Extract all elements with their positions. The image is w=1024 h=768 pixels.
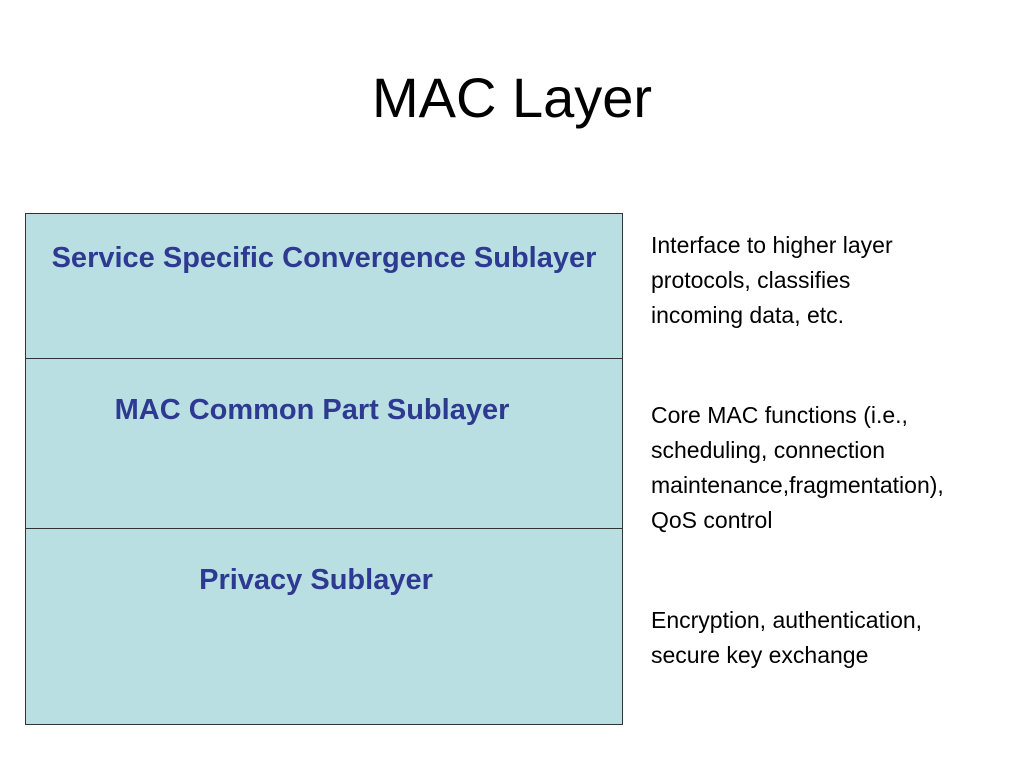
- layer-privacy: Privacy Sublayer: [25, 528, 623, 725]
- mac-layer-stack: Service Specific Convergence Sublayer MA…: [25, 213, 623, 725]
- layer-label: MAC Common Part Sublayer: [114, 394, 510, 426]
- layer-description-convergence: Interface to higher layer protocols, cla…: [651, 232, 893, 328]
- layer-description-privacy: Encryption, authentication, secure key e…: [651, 607, 923, 668]
- layer-service-specific-convergence: Service Specific Convergence Sublayer: [25, 213, 623, 359]
- slide-title: MAC Layer: [371, 66, 653, 129]
- layer-label: Service Specific Convergence Sublayer: [51, 242, 597, 274]
- layer-mac-common-part: MAC Common Part Sublayer: [25, 358, 623, 529]
- layer-label: Privacy Sublayer: [199, 564, 433, 596]
- layer-description-common-part: Core MAC functions (i.e., scheduling, co…: [651, 402, 944, 533]
